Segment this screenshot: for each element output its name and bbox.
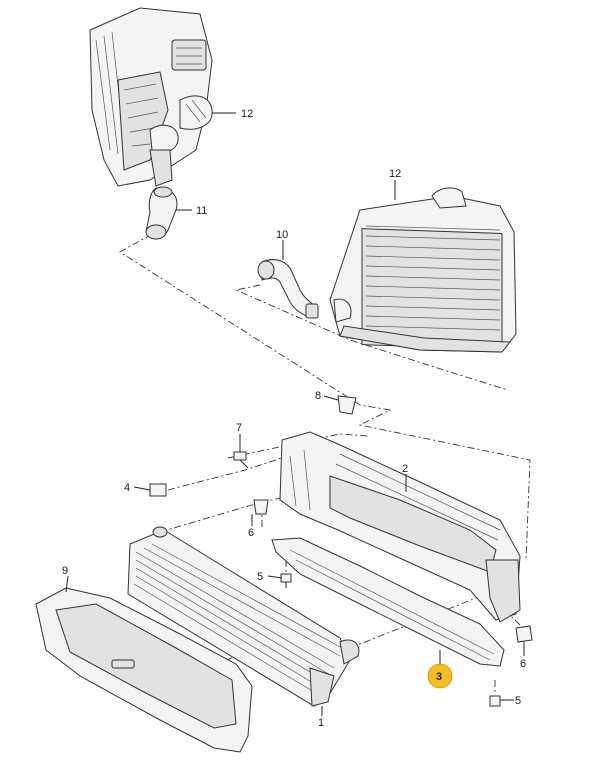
radiator-12-illustration [329, 187, 517, 353]
callout-7: 7 [236, 422, 242, 434]
callout-4: 4 [124, 482, 130, 494]
callout-5-lower: 5 [515, 695, 521, 707]
callout-8: 8 [315, 390, 321, 402]
callout-2: 2 [402, 463, 408, 475]
fasteners [149, 395, 533, 707]
radiator-assembly-top-illustration [89, 7, 213, 187]
highlight-circle [427, 663, 453, 689]
callout-11: 11 [196, 205, 207, 217]
callout-12-top: 12 [241, 108, 253, 120]
lower-bracket-3-illustration [271, 537, 505, 667]
callout-5-upper: 5 [257, 571, 263, 583]
callout-1: 1 [318, 717, 324, 729]
callout-6-left: 6 [248, 527, 254, 539]
front-frame-9-illustration [35, 587, 253, 753]
callout-labels: 12 11 10 12 8 7 2 4 6 5 9 6 1 5 [62, 108, 526, 729]
callout-6-right: 6 [520, 658, 526, 670]
callout-9: 9 [62, 565, 68, 577]
callout-3-highlight[interactable]: 3 [427, 663, 453, 689]
air-duct-2-illustration [279, 431, 521, 623]
callout-12-right: 12 [389, 168, 401, 180]
coolant-hose-10-illustration [257, 259, 319, 319]
leader-lines [65, 112, 525, 716]
callout-3: 3 [436, 671, 442, 683]
intercooler-1-illustration [127, 526, 360, 707]
callout-10: 10 [276, 229, 288, 241]
coolant-hose-11-illustration [145, 186, 178, 240]
